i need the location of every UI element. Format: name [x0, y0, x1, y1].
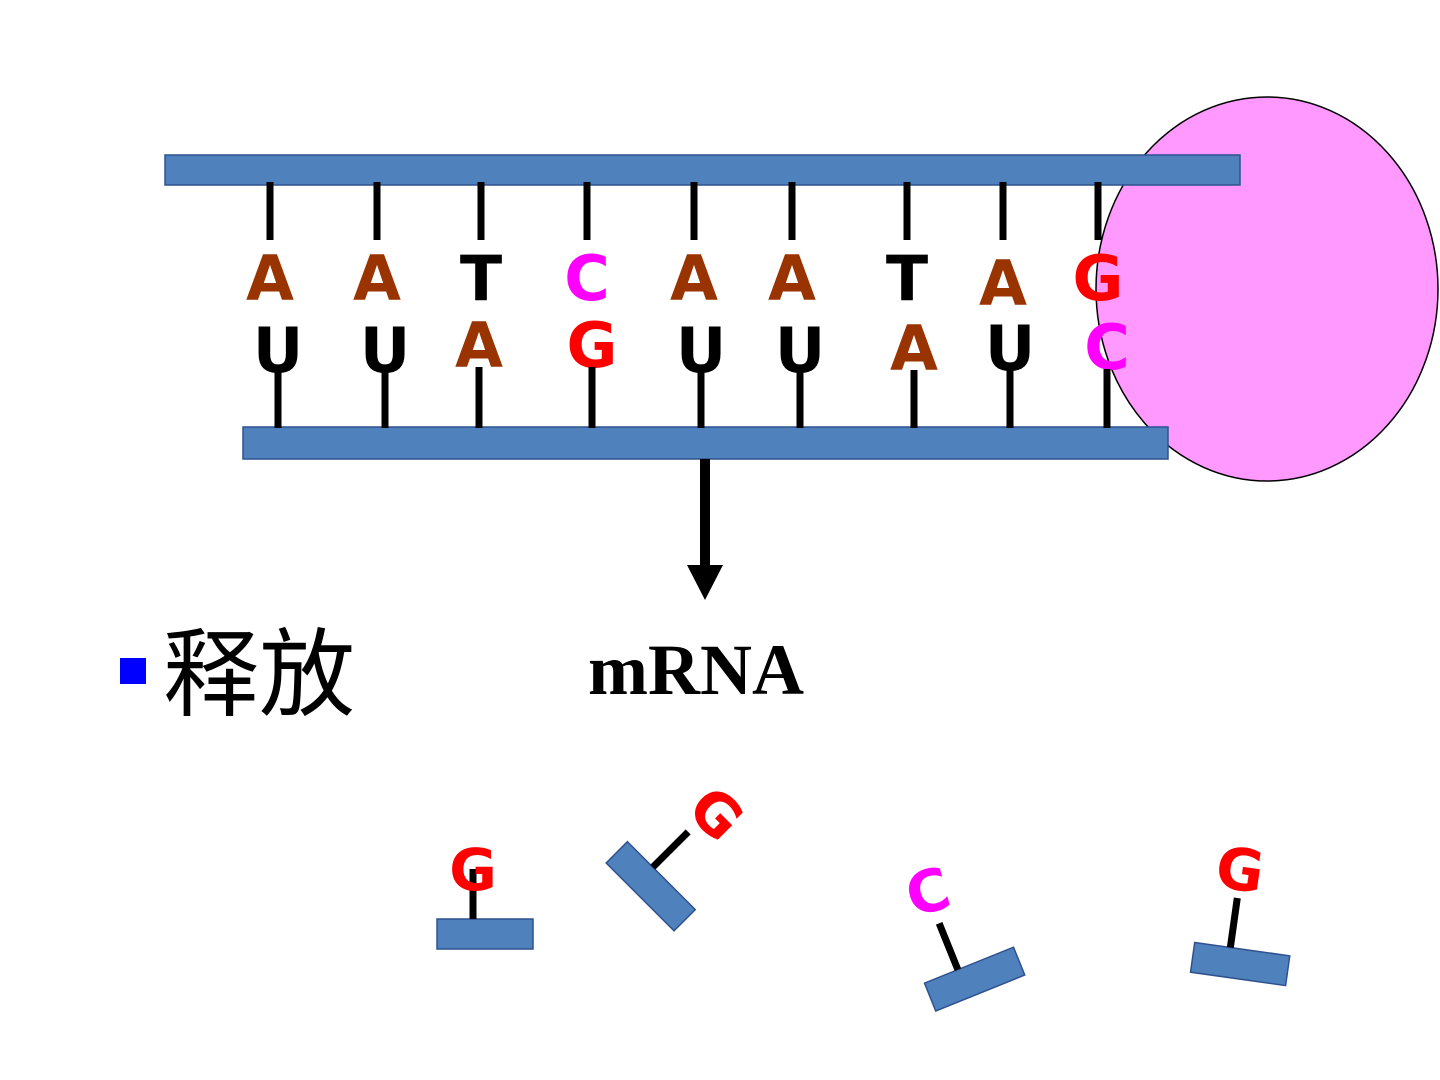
base-pair: AU	[353, 182, 410, 428]
free-base-letter: G	[675, 773, 757, 855]
free-base-letter: C	[899, 854, 958, 931]
free-base-letter: G	[449, 836, 497, 904]
dna-base: A	[353, 242, 401, 315]
nucleotide-stick	[935, 921, 962, 971]
base-pair: GC	[1073, 182, 1130, 428]
base-pair: AU	[979, 182, 1035, 428]
base-pair: TA	[455, 182, 503, 428]
free-nucleotide: G	[1189, 833, 1291, 987]
nucleotide-sugar-bar	[923, 946, 1026, 1012]
base-pair: TA	[886, 182, 938, 428]
nucleotide-sugar-bar	[436, 918, 534, 950]
free-nucleotide: C	[899, 854, 1026, 1012]
base-pair: AU	[768, 182, 825, 428]
nucleotide-sugar-bar	[1189, 941, 1291, 987]
rna-polymerase	[1095, 96, 1439, 482]
mrna-label: mRNA	[588, 630, 804, 710]
base-pair: CG	[564, 182, 617, 428]
free-base-letter: G	[1212, 833, 1269, 907]
dna-base: T	[460, 242, 502, 315]
dna-base: A	[768, 242, 816, 315]
mrna-strand	[242, 426, 1169, 460]
base-pair: AU	[246, 182, 303, 428]
dna-base: C	[564, 242, 610, 315]
dna-base: G	[1073, 242, 1124, 315]
free-nucleotide: G	[436, 836, 534, 950]
nucleotide-sugar-bar	[605, 840, 697, 932]
dna-base: T	[886, 242, 928, 315]
nucleotide-stick	[1226, 897, 1241, 948]
free-nucleotide: G	[605, 773, 757, 932]
arrow-down-icon	[687, 459, 723, 600]
nucleotide-stick	[650, 829, 691, 870]
dna-base: A	[246, 242, 294, 315]
bullet-text: 释放	[163, 619, 355, 731]
dna-strand	[164, 154, 1241, 186]
dna-base: A	[979, 247, 1027, 320]
base-pair: AU	[670, 182, 726, 428]
square-bullet-icon	[120, 658, 146, 684]
dna-base: A	[670, 242, 718, 315]
